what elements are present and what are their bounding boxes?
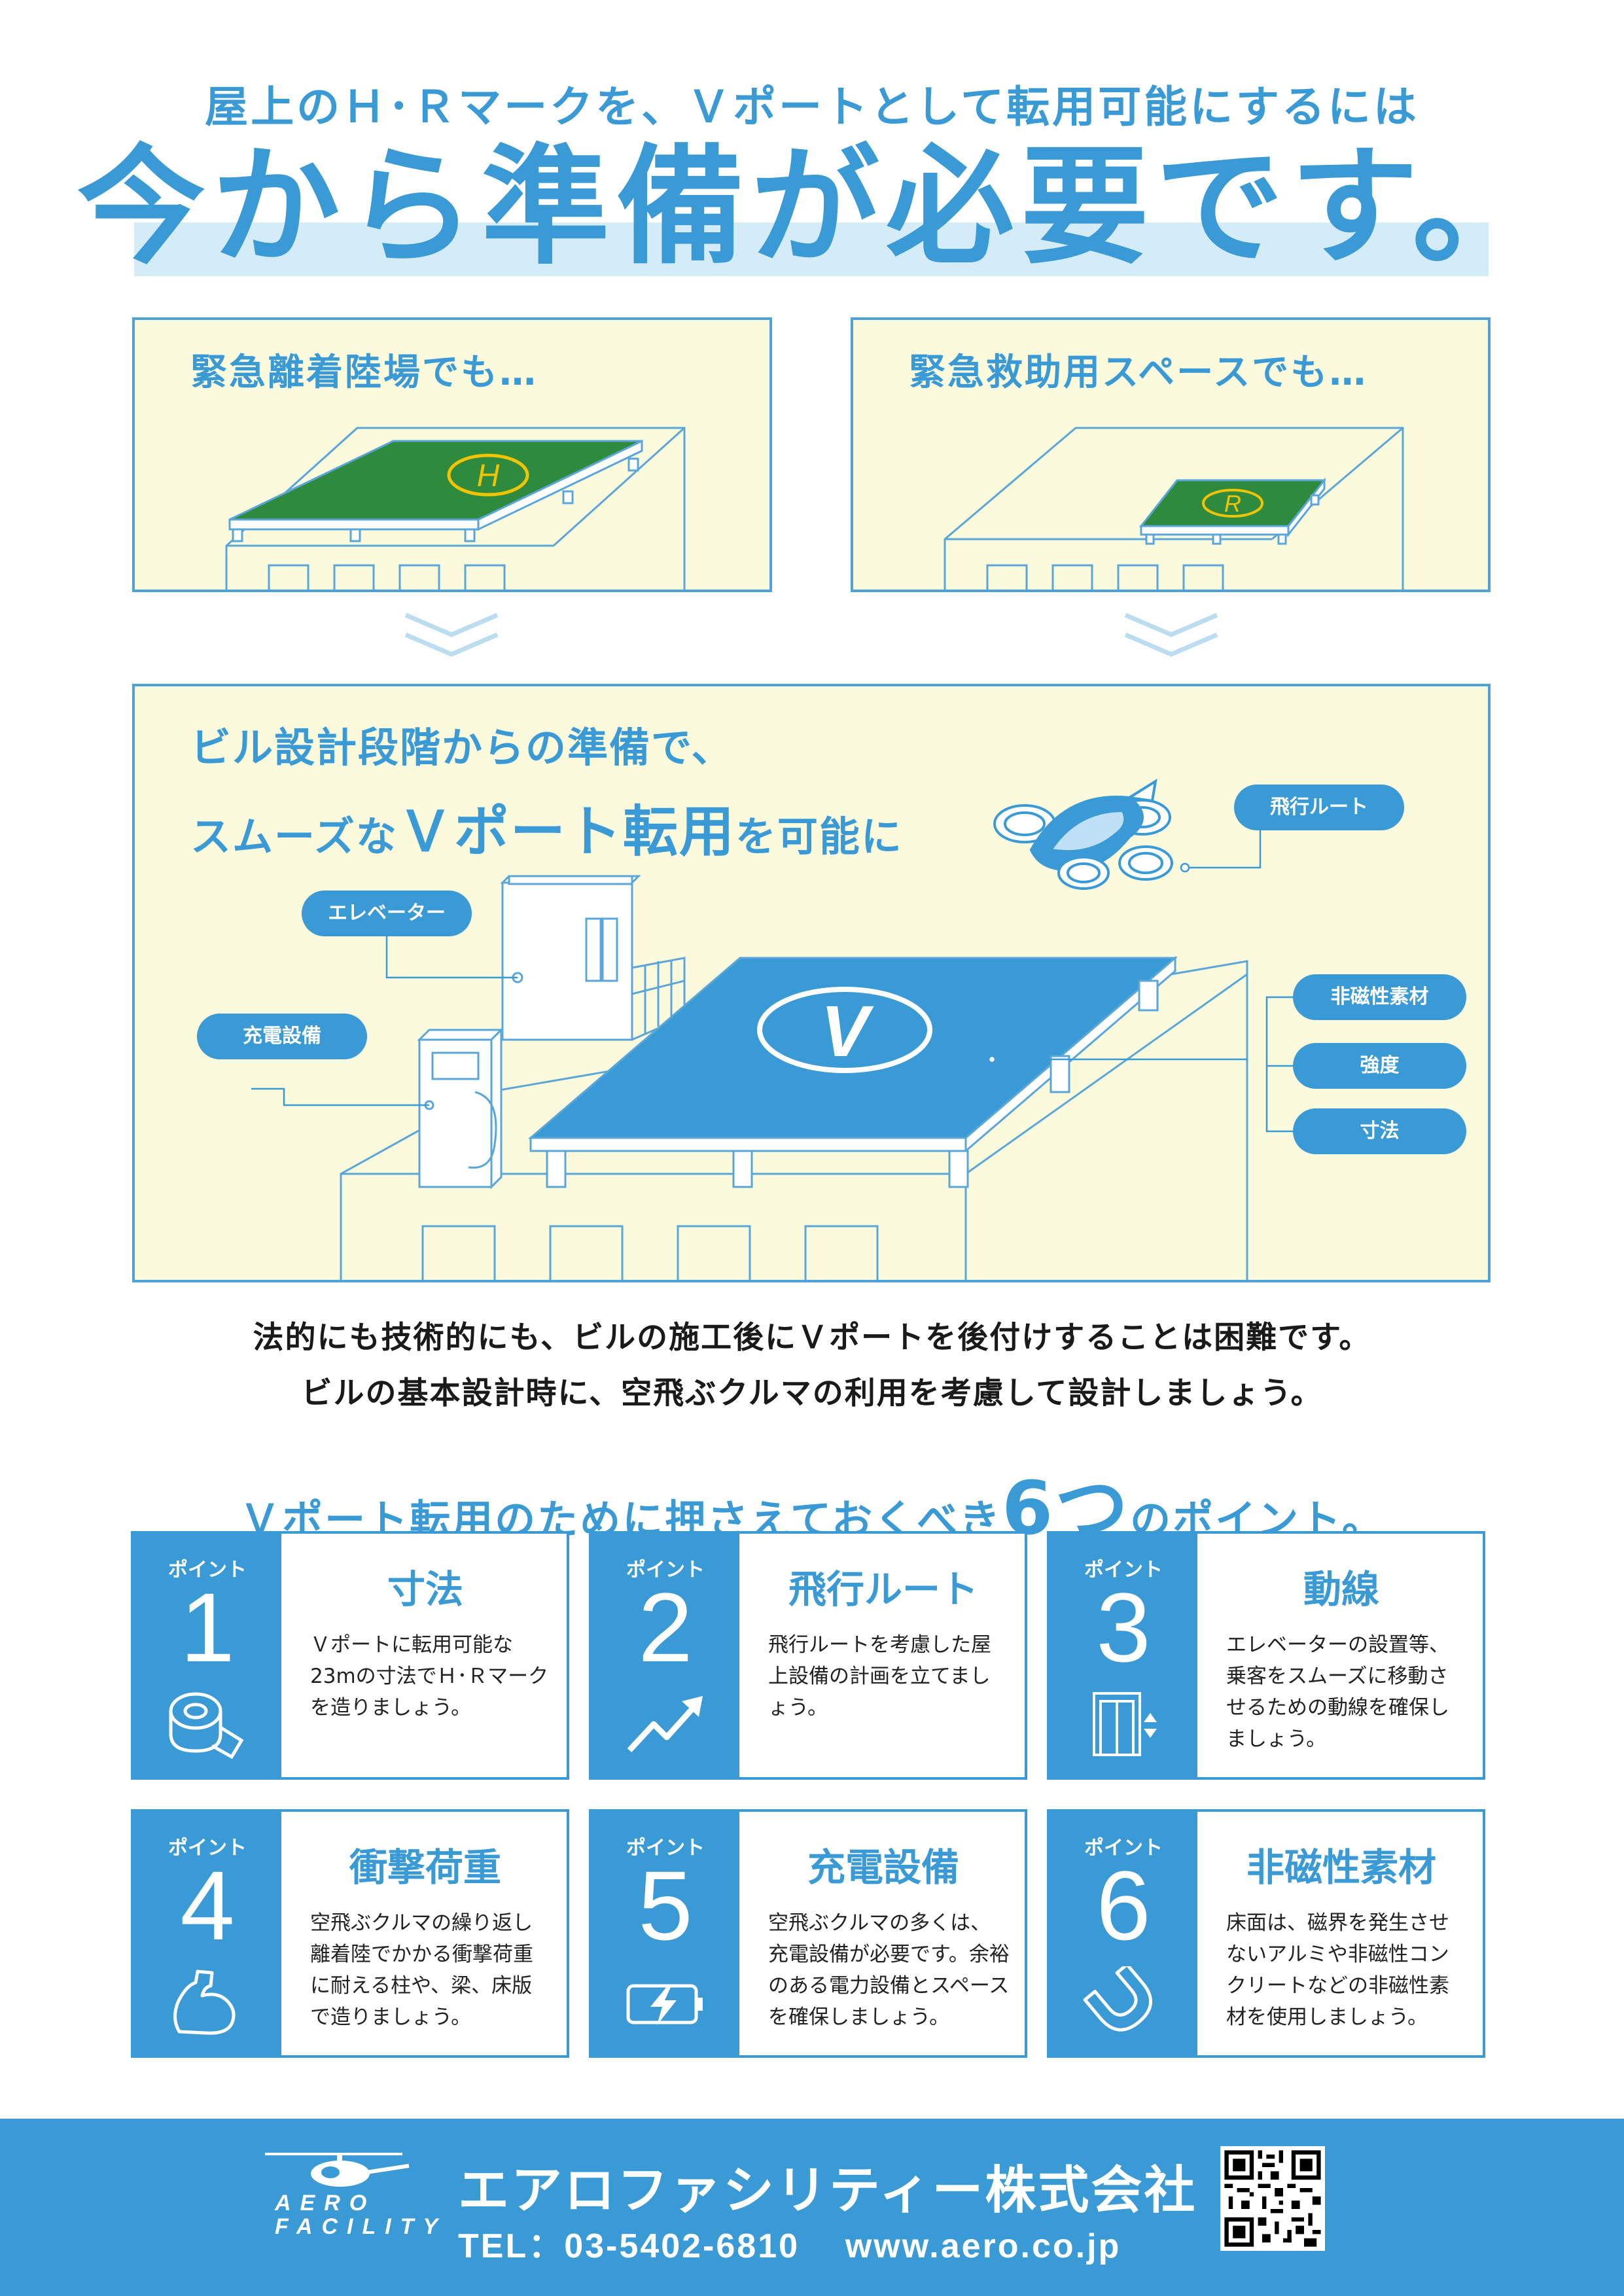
- vport-panel-title: ビル設計段階からの準備で、 スムーズなＶポート転用を可能に: [190, 713, 903, 880]
- point-title: 非磁性素材: [1246, 1845, 1436, 1890]
- point-tag: ポイント: [168, 1837, 247, 1860]
- point-title: 寸法: [387, 1567, 463, 1612]
- helicopter-icon: [265, 2153, 410, 2187]
- point-card-5: ポイント 5 充電設備 空飛ぶクルマの多くは、充電設備が必要です。余裕のある電力…: [589, 1809, 1027, 2058]
- logo-text: AERO FACILITY: [275, 2191, 448, 2239]
- elevator-icon: [1093, 1692, 1157, 1756]
- point-card-2: ポイント 2 飛行ルート 飛行ルートを考慮した屋上設備の計画を立てましょう。: [589, 1531, 1027, 1780]
- point-body: エレベーターの設置等、乗客をスムーズに移動させるための動線を確保しましょう。: [1226, 1633, 1449, 1752]
- tape-measure-icon: [169, 1692, 244, 1759]
- vport-title-line2: スムーズなＶポート転用を可能に: [190, 799, 903, 864]
- magnet-icon: [1083, 1966, 1153, 2032]
- point-body: 床面は、磁界を発生させないアルミや非磁性コンクリートなどの非磁性素材を使用しまし…: [1226, 1911, 1449, 2030]
- heliport-panel-title: 緊急離着陸場でも…: [190, 351, 538, 394]
- point-tag: ポイント: [626, 1559, 705, 1581]
- point-title: 飛行ルート: [788, 1567, 978, 1612]
- vport-panel: V ビル設計段階からの準備で、 スムーズなＶ: [132, 684, 1491, 1282]
- point-body: Ｖポートに転用可能な23mの寸法でＨ･Ｒマークを造りましょう。: [310, 1633, 549, 1720]
- vport-building-illustration: V: [251, 778, 1293, 1280]
- pad-letter-v: V: [821, 991, 874, 1072]
- point-number: 3: [1096, 1572, 1151, 1682]
- muscle-arm-icon: [173, 1969, 236, 2035]
- point-card-4: ポイント 4 衝撃荷重 空飛ぶクルマの繰り返し離着陸でかかる衝撃荷重に耐える柱や…: [131, 1809, 569, 2058]
- rescue-building-illustration: R: [944, 427, 1404, 590]
- point-body: 飛行ルートを考慮した屋上設備の計画を立てましょう。: [768, 1633, 991, 1720]
- chevron-down-icon: [404, 612, 499, 657]
- qr-code: [1220, 2146, 1325, 2251]
- point-number: 4: [180, 1850, 235, 1960]
- callout-non-magnetic: 非磁性素材: [1293, 974, 1466, 1020]
- point-title: 動線: [1303, 1567, 1379, 1612]
- vport-title-line1: ビル設計段階からの準備で、: [190, 724, 733, 771]
- point-title: 衝撃荷重: [349, 1845, 501, 1890]
- chevron-down-icon: [1124, 612, 1218, 657]
- heliport-panel: H 緊急離着陸場でも…: [132, 317, 772, 592]
- point-title: 充電設備: [807, 1845, 959, 1890]
- point-card-6: ポイント 6 非磁性素材 床面は、磁界を発生させないアルミや非磁性コンクリートな…: [1047, 1809, 1485, 2058]
- pad-letter-h: H: [477, 459, 500, 493]
- callout-elevator: エレベーター: [302, 891, 472, 936]
- callout-strength: 強度: [1293, 1043, 1466, 1089]
- headline: 今から準備が必要です。: [77, 133, 1547, 282]
- point-number: 1: [180, 1572, 235, 1682]
- point-card-3: ポイント 3 動線 エレベーターの設置等、乗客をスムーズに移動させるための動線を…: [1047, 1531, 1485, 1780]
- trend-arrow-icon: [627, 1696, 703, 1753]
- footer-bar: [0, 2119, 1624, 2296]
- company-logo: AERO FACILITY: [258, 2146, 448, 2251]
- rescue-panel-title: 緊急救助用スペースでも…: [909, 351, 1368, 394]
- point-body: 空飛ぶクルマの多くは、充電設備が必要です。余裕のある電力設備とスペースを確保しま…: [768, 1911, 1010, 2030]
- phone-number[interactable]: TEL：03-5402-6810: [458, 2227, 800, 2265]
- company-name: エアロファシリティー株式会社: [458, 2161, 1197, 2220]
- point-tag: ポイント: [1084, 1559, 1163, 1581]
- point-tag: ポイント: [1084, 1837, 1163, 1860]
- pad-letter-r: R: [1224, 490, 1241, 517]
- battery-charging-icon: [626, 1984, 703, 2025]
- point-tag: ポイント: [168, 1559, 247, 1581]
- point-body: 空飛ぶクルマの繰り返し離着陸でかかる衝撃荷重に耐える柱や、梁、床版で造りましょう…: [310, 1911, 533, 2030]
- rescue-space-panel: R 緊急救助用スペースでも…: [851, 317, 1491, 592]
- point-card-1: ポイント 1 寸法 Ｖポートに転用可能な23mの寸法でＨ･Ｒマークを造りましょう…: [131, 1531, 569, 1780]
- description-line2: ビルの基本設計時に、空飛ぶクルマの利用を考慮して設計しましょう。: [301, 1375, 1323, 1411]
- subtitle: 屋上のＨ･Ｒマークを、Ｖポートとして転用可能にするには: [205, 82, 1419, 132]
- point-tag: ポイント: [626, 1837, 705, 1860]
- callout-flight-route: 飛行ルート: [1234, 785, 1404, 830]
- contact-line: TEL：03-5402-6810 www.aero.co.jp: [458, 2218, 1121, 2267]
- callout-dimension: 寸法: [1293, 1108, 1466, 1154]
- point-number: 2: [638, 1572, 693, 1682]
- point-number: 6: [1096, 1850, 1151, 1960]
- description-line1: 法的にも技術的にも、ビルの施工後にＶポートを後付けすることは困難です。: [253, 1320, 1371, 1356]
- headline-highlight: [134, 222, 1489, 276]
- point-number: 5: [638, 1850, 693, 1960]
- website-link[interactable]: www.aero.co.jp: [845, 2227, 1121, 2265]
- flying-car-icon: [993, 778, 1173, 890]
- heliport-building-illustration: H: [225, 427, 686, 590]
- callout-charging: 充電設備: [197, 1014, 367, 1059]
